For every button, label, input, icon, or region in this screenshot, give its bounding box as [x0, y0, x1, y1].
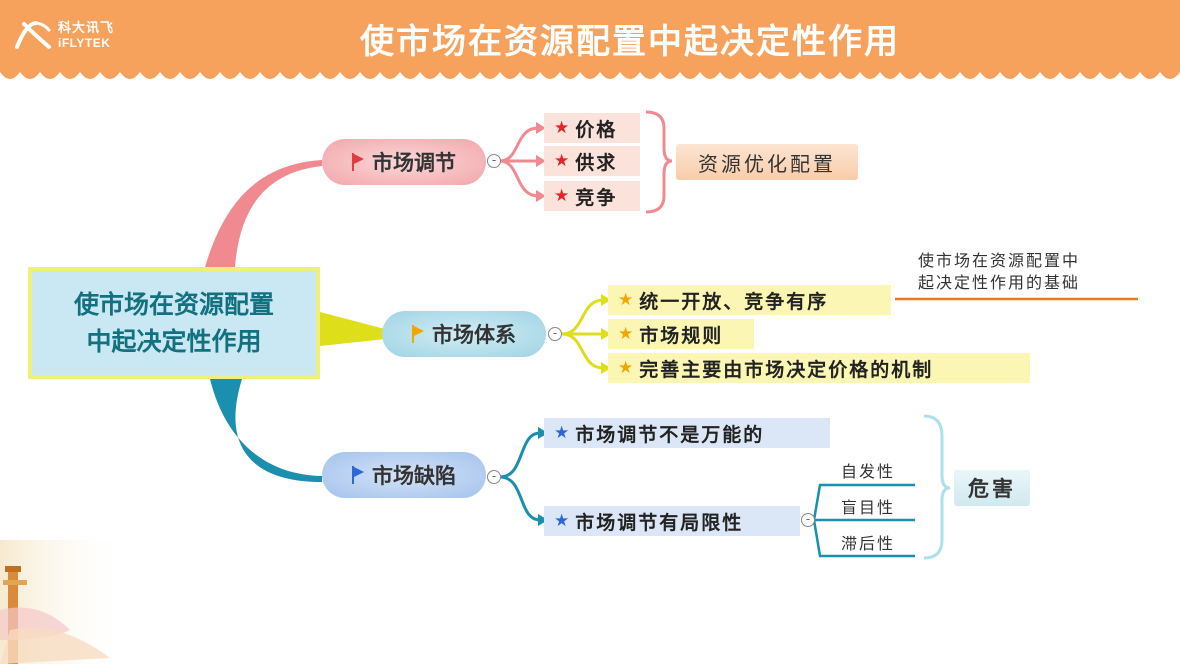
leaf-market-rules[interactable]: ★ 市场规则	[608, 319, 754, 349]
branch-market-regulation-label: 市场调节	[372, 151, 456, 175]
collapse-toggle-regulation[interactable]: -	[487, 154, 501, 168]
branch-market-regulation[interactable]: 市场调节	[322, 139, 486, 185]
header-scallop	[0, 62, 1180, 79]
leaf-supply-demand[interactable]: ★ 供求	[544, 146, 640, 176]
basis-note-line-1: 使市场在资源配置中	[918, 251, 1081, 270]
leaf-not-omnipotent[interactable]: ★ 市场调节不是万能的	[544, 418, 830, 448]
red-star-icon: ★	[554, 118, 570, 138]
orange-star-icon: ★	[618, 324, 634, 344]
header-bar	[0, 0, 1180, 72]
leaf-unified-open[interactable]: ★ 统一开放、竞争有序	[608, 285, 891, 315]
leaf-price-mechanism[interactable]: ★ 完善主要由市场决定价格的机制	[608, 353, 1030, 383]
branch-market-system-label: 市场体系	[432, 323, 516, 347]
orange-star-icon: ★	[618, 290, 634, 310]
blue-star-icon: ★	[554, 511, 570, 531]
branch-market-defects[interactable]: 市场缺陷	[322, 452, 486, 498]
limit-blindness[interactable]: 盲目性	[840, 498, 895, 517]
central-topic-line-2: 中起决定性作用	[86, 327, 262, 356]
leaf-limitations[interactable]: ★ 市场调节有局限性	[544, 506, 800, 536]
orange-flag-icon	[412, 325, 424, 343]
leaf-not-omnipotent-label: 市场调节不是万能的	[575, 423, 765, 446]
collapse-toggle-system[interactable]: -	[548, 327, 562, 341]
collapse-toggle-limitations[interactable]: -	[801, 513, 815, 527]
central-topic[interactable]: 使市场在资源配置 中起决定性作用	[28, 267, 320, 379]
logo-chinese-text: 科大讯飞	[58, 20, 115, 36]
iflytek-logo: 科大讯飞 iFLYTEK	[14, 20, 114, 50]
basis-note-line-2: 起决定性作用的基础	[918, 273, 1081, 292]
orange-star-icon: ★	[618, 358, 634, 378]
harm-tag[interactable]: 危害	[954, 470, 1030, 506]
central-topic-line-1: 使市场在资源配置	[73, 289, 274, 319]
branch-market-defects-label: 市场缺陷	[372, 464, 456, 488]
leaf-unified-open-label: 统一开放、竞争有序	[639, 290, 829, 313]
leaf-competition-label: 竞争	[575, 186, 618, 209]
red-star-icon: ★	[554, 151, 570, 171]
blue-star-icon: ★	[554, 423, 570, 443]
leaf-price-label: 价格	[575, 118, 618, 141]
resource-optimization-tag[interactable]: 资源优化配置	[676, 144, 858, 180]
logo-english-text: iFLYTEK	[58, 35, 111, 50]
iflytek-logo-icon	[15, 21, 51, 49]
red-flag-icon	[352, 153, 364, 171]
collapse-toggle-defects[interactable]: -	[487, 470, 501, 484]
basis-note[interactable]: 使市场在资源配置中 起决定性作用的基础	[918, 250, 1138, 294]
branch-market-system[interactable]: 市场体系	[382, 311, 546, 357]
leaf-limitations-label: 市场调节有局限性	[575, 511, 744, 534]
red-star-icon: ★	[554, 186, 570, 206]
leaf-competition[interactable]: ★ 竞争	[544, 181, 640, 211]
leaf-market-rules-label: 市场规则	[639, 324, 724, 347]
leaf-price-mechanism-label: 完善主要由市场决定价格的机制	[639, 358, 934, 381]
blue-flag-icon	[352, 466, 364, 484]
limit-spontaneity[interactable]: 自发性	[840, 462, 895, 481]
decorative-pillar-illustration	[0, 540, 130, 664]
leaf-supply-demand-label: 供求	[575, 151, 618, 174]
limit-lag[interactable]: 滞后性	[840, 534, 895, 553]
leaf-price[interactable]: ★ 价格	[544, 113, 640, 143]
page-title: 使市场在资源配置中起决定性作用	[360, 22, 900, 62]
